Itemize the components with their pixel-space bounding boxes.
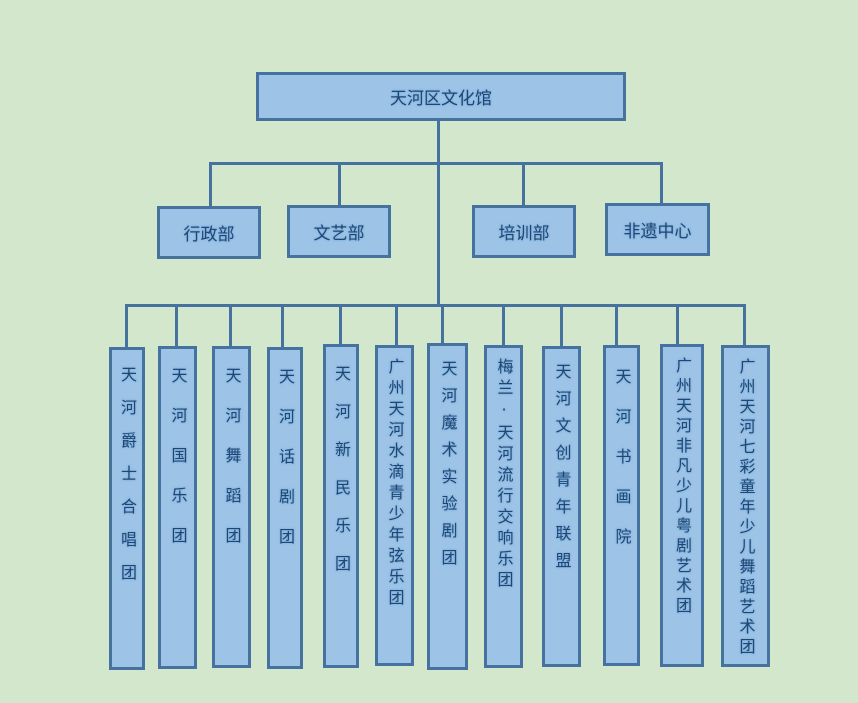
connector bbox=[209, 162, 212, 207]
department-node: 非遗中心 bbox=[605, 203, 710, 256]
department-label: 培训部 bbox=[498, 224, 550, 244]
group-node: 天河文创青年联盟 bbox=[542, 346, 581, 667]
department-node: 培训部 bbox=[472, 205, 576, 258]
connector bbox=[125, 304, 746, 307]
department-node: 行政部 bbox=[157, 206, 261, 259]
group-node: 广州天河七彩童年少儿舞蹈艺术团 bbox=[721, 345, 770, 667]
connector bbox=[676, 304, 679, 345]
group-node: 天河书画院 bbox=[603, 345, 640, 666]
connector bbox=[338, 162, 341, 206]
connector bbox=[502, 304, 505, 346]
connector bbox=[281, 304, 284, 348]
group-label: 天河新民乐团 bbox=[332, 365, 351, 593]
connector bbox=[660, 162, 663, 204]
connector bbox=[522, 162, 525, 206]
connector bbox=[395, 304, 398, 346]
department-node: 文艺部 bbox=[287, 205, 391, 258]
group-node: 天河舞蹈团 bbox=[212, 346, 251, 668]
connector bbox=[125, 304, 128, 348]
group-node: 天河话剧团 bbox=[267, 347, 303, 669]
group-label: 天河魔术实验剧团 bbox=[438, 360, 458, 576]
group-label: 天河书画院 bbox=[612, 368, 632, 568]
group-node: 天河新民乐团 bbox=[323, 344, 359, 668]
root-label: 天河区文化馆 bbox=[390, 89, 492, 109]
group-label: 天河舞蹈团 bbox=[222, 367, 242, 567]
group-label: 广州天河非凡少儿粤剧艺术团 bbox=[673, 357, 692, 617]
connector bbox=[743, 304, 746, 346]
group-label: 广州天河七彩童年少儿舞蹈艺术团 bbox=[736, 358, 756, 658]
department-label: 行政部 bbox=[183, 225, 235, 245]
group-node: 广州天河非凡少儿粤剧艺术团 bbox=[660, 344, 704, 667]
department-label: 文艺部 bbox=[313, 224, 365, 244]
root-node: 天河区文化馆 bbox=[256, 72, 626, 121]
group-node: 广州天河水滴青少年弦乐团 bbox=[375, 345, 414, 666]
group-node: 天河国乐团 bbox=[158, 346, 197, 669]
department-label: 非遗中心 bbox=[623, 222, 692, 242]
connector bbox=[209, 162, 663, 165]
group-label: 天河话剧团 bbox=[276, 368, 295, 568]
connector bbox=[560, 304, 563, 347]
group-node: 天河魔术实验剧团 bbox=[427, 343, 468, 670]
group-node: 天河爵士合唱团 bbox=[109, 347, 145, 670]
connector bbox=[441, 304, 444, 344]
group-label: 天河国乐团 bbox=[168, 367, 188, 567]
connector bbox=[437, 120, 440, 307]
group-node: 梅兰·天河流行交响乐团 bbox=[484, 345, 523, 668]
group-label: 天河文创青年联盟 bbox=[552, 363, 572, 579]
group-label: 广州天河水滴青少年弦乐团 bbox=[385, 358, 405, 610]
connector bbox=[339, 304, 342, 345]
group-label: 天河爵士合唱团 bbox=[118, 366, 137, 597]
connector bbox=[175, 304, 178, 347]
connector bbox=[615, 304, 618, 346]
group-label: 梅兰·天河流行交响乐团 bbox=[494, 358, 514, 592]
connector bbox=[229, 304, 232, 347]
